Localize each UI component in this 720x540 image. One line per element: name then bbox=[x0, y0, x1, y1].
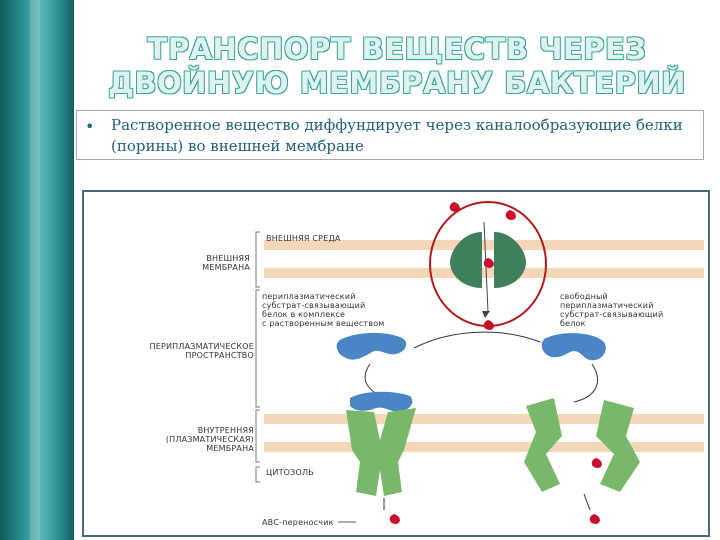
label-free-protein-line4: белок bbox=[560, 319, 586, 328]
abc-transporter-open-right bbox=[596, 400, 640, 492]
cycle-arrow-top bbox=[413, 331, 541, 349]
label-free-protein: свободный периплазматический субстрат-св… bbox=[560, 292, 700, 328]
label-abc-transporter: АВС-переносчик bbox=[262, 518, 334, 527]
free-binding-protein bbox=[541, 333, 606, 361]
bullet-marker: • bbox=[85, 117, 95, 136]
title-line-1: ТРАНСПОРТ ВЕЩЕСТВ ЧЕРЕЗ bbox=[147, 32, 647, 66]
slide-title: ТРАНСПОРТ ВЕЩЕСТВ ЧЕРЕЗ ДВОЙНУЮ МЕМБРАНУ… bbox=[74, 32, 720, 100]
abc-transporter-open-left bbox=[524, 398, 562, 492]
outer-membrane-lower-layer bbox=[264, 268, 704, 278]
cycle-arrow-right bbox=[573, 363, 598, 403]
label-bound-protein: периплазматический субстрат-связывающий … bbox=[262, 292, 452, 328]
label-bound-protein-line4: с растворенным веществом bbox=[262, 319, 385, 328]
inner-membrane-lower-layer bbox=[264, 442, 704, 452]
label-outer-environment: ВНЕШНЯЯ СРЕДА bbox=[266, 234, 341, 243]
transport-diagram: ВНЕШНЯЯ СРЕДА ВНЕШНЯЯ МЕМБРАНА периплазм… bbox=[82, 190, 710, 537]
label-free-protein-line2: периплазматический bbox=[560, 301, 654, 310]
label-free-protein-line1: свободный bbox=[560, 292, 608, 301]
bullet-text: Растворенное вещество диффундирует через… bbox=[111, 116, 683, 155]
label-free-protein-line3: субстрат-связывающий bbox=[560, 310, 664, 319]
diagram-illustration bbox=[255, 201, 704, 524]
inner-membrane-upper-layer bbox=[264, 414, 704, 424]
bullet-box: • Растворенное вещество диффундирует чер… bbox=[76, 110, 704, 160]
bound-binding-protein bbox=[336, 332, 407, 360]
region-brackets bbox=[255, 231, 260, 483]
label-cytosol: ЦИТОЗОЛЬ bbox=[266, 468, 314, 477]
porin-left-half bbox=[450, 232, 482, 288]
docked-binding-protein bbox=[350, 391, 413, 412]
label-bound-protein-line3: белок в комплексе bbox=[262, 310, 346, 319]
cycle-arrow-left bbox=[364, 363, 381, 397]
label-periplasm: ПЕРИПЛАЗМАТИЧЕСКОЕ ПРОСТРАНСТВО bbox=[114, 342, 254, 360]
outer-membrane-upper-layer bbox=[264, 240, 704, 250]
title-line-2: ДВОЙНУЮ МЕМБРАНУ БАКТЕРИЙ bbox=[108, 66, 686, 100]
arrowhead-down bbox=[482, 311, 490, 318]
label-outer-membrane-line1: ВНЕШНЯЯ bbox=[206, 254, 250, 263]
label-outer-membrane: ВНЕШНЯЯ МЕМБРАНА bbox=[180, 254, 250, 272]
label-periplasm-line1: ПЕРИПЛАЗМАТИЧЕСКОЕ bbox=[149, 342, 254, 351]
exit-arrow-right bbox=[583, 493, 591, 511]
label-bound-protein-line1: периплазматический bbox=[262, 292, 356, 301]
decorative-side-bar bbox=[0, 0, 74, 540]
label-outer-membrane-line2: МЕМБРАНА bbox=[202, 263, 250, 272]
abc-transporter-closed bbox=[346, 408, 416, 496]
label-inner-membrane-line1: ВНУТРЕННЯЯ bbox=[197, 426, 254, 435]
label-inner-membrane-line3: МЕМБРАНА bbox=[206, 444, 254, 453]
label-periplasm-line2: ПРОСТРАНСТВО bbox=[185, 351, 254, 360]
label-inner-membrane-line2: (ПЛАЗМАТИЧЕСКАЯ) bbox=[165, 435, 254, 444]
label-bound-protein-line2: субстрат-связывающий bbox=[262, 301, 366, 310]
label-inner-membrane: ВНУТРЕННЯЯ (ПЛАЗМАТИЧЕСКАЯ) МЕМБРАНА bbox=[124, 426, 254, 453]
porin-right-half bbox=[494, 232, 526, 288]
